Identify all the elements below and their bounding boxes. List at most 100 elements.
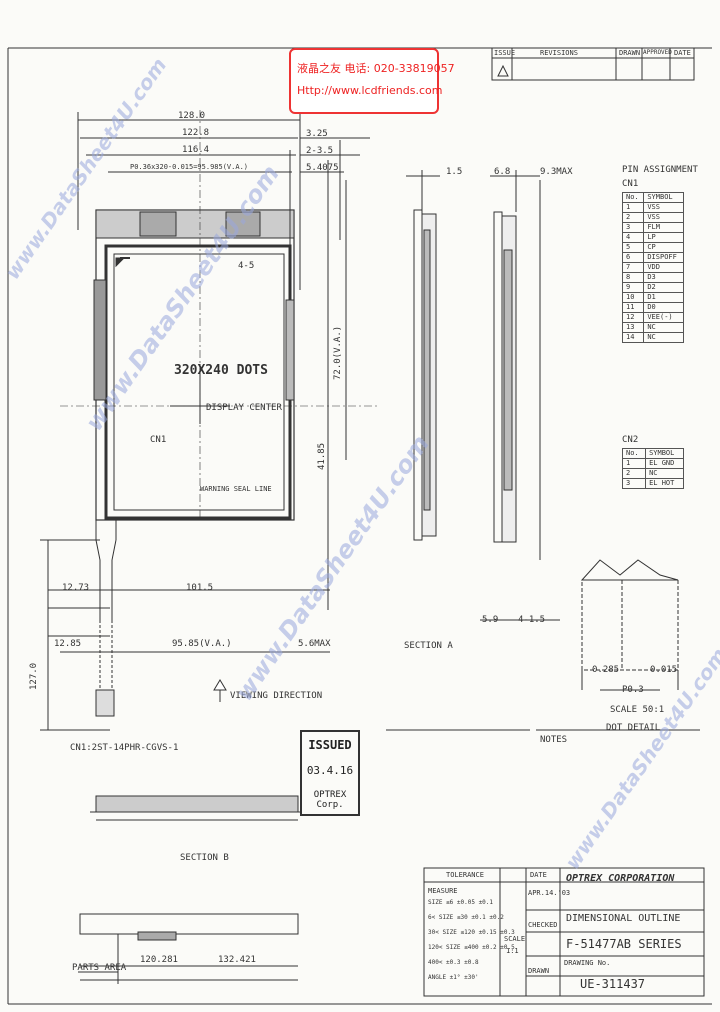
pin2-symbol: NC — [645, 468, 684, 479]
pin-no: 3 — [621, 222, 645, 233]
rev-revisions: REVISIONS — [540, 49, 578, 57]
dim-325: 3.25 — [306, 129, 328, 139]
parts-area-label: PARTS AREA — [72, 963, 127, 973]
section-b-label: SECTION B — [180, 853, 229, 863]
rev-drawn: DRAWN — [619, 49, 641, 57]
pin-symbol: DISPOFF — [643, 252, 684, 263]
pin-symbol: D0 — [643, 302, 684, 313]
dim-1270: 127.0 — [29, 662, 39, 690]
pin-no: 1 — [621, 202, 645, 213]
drawn-label: DRAWN — [528, 967, 550, 975]
cn1-front-label: CN1 — [150, 435, 167, 445]
issued-stamp: ISSUED 03.4.16 OPTREX Corp. — [300, 730, 360, 816]
dim-15: 1.5 — [446, 167, 463, 177]
pin2-no: 2 — [621, 468, 647, 479]
dim-4-15: 4-1.5 — [518, 615, 546, 625]
tolerance-measure: MEASURE — [428, 887, 458, 895]
pin2-symbol: SYMBOL — [645, 448, 684, 459]
pin-symbol: VEE(-) — [643, 312, 684, 323]
dot-detail-label: DOT DETAIL — [606, 723, 661, 733]
pin2-no: 3 — [621, 478, 647, 489]
dim-width-3: 116.4 — [182, 145, 210, 155]
scale-value: 1:1 — [506, 947, 519, 955]
pin-symbol: D3 — [643, 272, 684, 283]
pin-symbol: NC — [643, 322, 684, 333]
viewing-direction-label: VIEWING DIRECTION — [230, 691, 323, 701]
drawing-no: UE-311437 — [580, 977, 646, 991]
pin-no: 4 — [621, 232, 645, 243]
dim-54075: 5.4075 — [306, 163, 339, 173]
dim-1273: 12.73 — [62, 583, 90, 593]
dim-68: 6.8 — [494, 167, 511, 177]
rev-issue: ISSUE — [494, 49, 516, 57]
dim-4-5: 4-5 — [238, 261, 255, 271]
notes-label: NOTES — [540, 735, 568, 745]
pin-no: 6 — [621, 252, 645, 263]
pin-no: 8 — [621, 272, 645, 283]
dim-0015: 0.015 — [650, 665, 678, 675]
date-label: DATE — [530, 871, 547, 879]
dots-label: 320X240 DOTS — [174, 363, 268, 378]
dim-93max: 9.3MAX — [540, 167, 573, 177]
checked-label: CHECKED — [528, 921, 558, 929]
dim-width-2: 122.8 — [182, 128, 210, 138]
pin2-symbol: EL HOT — [645, 478, 684, 489]
scale-label: SCALE — [504, 935, 526, 943]
pin-no: 14 — [621, 332, 645, 343]
company-name: OPTREX CORPORATION — [566, 873, 675, 884]
issued-title: ISSUED — [308, 738, 352, 752]
pin-no: 13 — [621, 322, 645, 333]
table-row: No.SYMBOL — [621, 448, 684, 459]
tolerance-title: TOLERANCE — [446, 871, 484, 879]
pin-no: 12 — [621, 312, 645, 323]
scale-detail-label: SCALE 50:1 — [610, 705, 665, 715]
dim-56max: 5.6MAX — [298, 639, 331, 649]
section-a-label: SECTION A — [404, 641, 453, 651]
dim-4185: 41.85 — [317, 442, 327, 470]
issued-date: 03.4.16 — [306, 764, 354, 777]
cn2-table-label: CN2 — [622, 435, 639, 445]
dim-1285: 12.85 — [54, 639, 82, 649]
dim-2-35: 2-3.5 — [306, 146, 334, 156]
pin-symbol: SYMBOL — [643, 192, 684, 203]
pin-no: 7 — [621, 262, 645, 273]
tolerance-row: 120< SIZE ≤400 ±0.2 ±0.5 — [428, 944, 515, 951]
pin-no: 10 — [621, 292, 645, 303]
pin-symbol: LP — [643, 232, 684, 243]
pin2-symbol: EL GND — [645, 458, 684, 469]
pitch-label: P0.3 — [622, 685, 644, 695]
pin-no: 2 — [621, 212, 645, 223]
date-value: APR.14.'03 — [528, 889, 571, 897]
pin-symbol: VDD — [643, 262, 684, 273]
dim-132421: 132.421 — [218, 955, 256, 965]
dim-width-outer: 128.0 — [178, 111, 206, 121]
pin-symbol: D2 — [643, 282, 684, 293]
stamp-phone: 液晶之友 电话: 020-33819057 — [297, 62, 455, 75]
pin-symbol: VSS — [643, 202, 684, 213]
lcd-friends-stamp: 液晶之友 电话: 020-33819057 Http://www.lcdfrie… — [289, 48, 455, 114]
rev-approved: APPROVED — [643, 49, 672, 56]
issued-company: OPTREX Corp. — [313, 790, 347, 810]
pin2-no: 1 — [621, 458, 647, 469]
pin-symbol: FLM — [643, 222, 684, 233]
dim-72va: 72.0(V.A.) — [333, 325, 343, 380]
dim-1015: 101.5 — [186, 583, 214, 593]
